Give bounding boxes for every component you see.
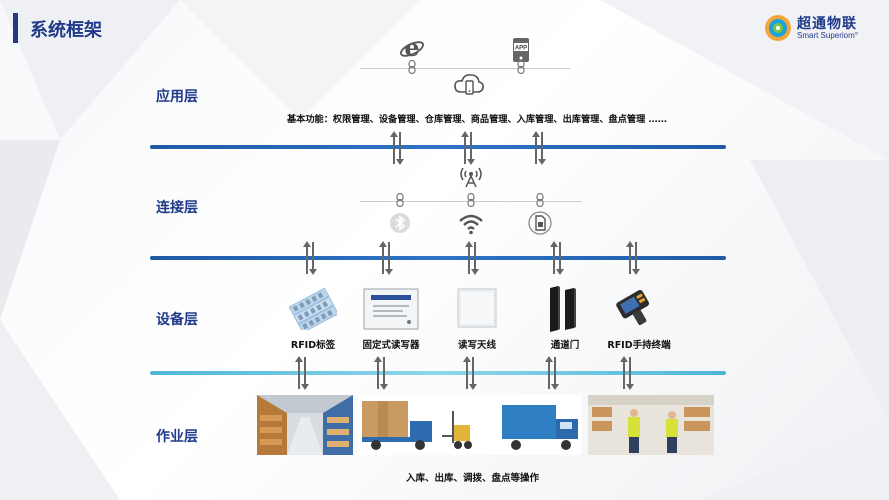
- handheld-terminal-image: [616, 289, 650, 325]
- bidirectional-arrow-icon: [620, 356, 634, 390]
- device-label-fixed-reader: 固定式读写器: [362, 340, 420, 351]
- page-title: 系统框架: [30, 20, 102, 41]
- channel-gate-image: [550, 286, 576, 332]
- logo-name-en: Smart Superiom°: [797, 31, 858, 40]
- chain-link-icon: [408, 60, 416, 74]
- antenna-icon: [460, 167, 482, 188]
- bidirectional-arrow-icon: [374, 356, 388, 390]
- warehouse-shelves-photo: [257, 395, 353, 455]
- bidirectional-arrow-icon: [532, 131, 546, 165]
- bidirectional-arrow-icon: [626, 241, 640, 275]
- chain-link-icon: [517, 60, 525, 74]
- divider-device: [150, 371, 726, 375]
- title-accent-bar: [13, 13, 18, 43]
- bidirectional-arrow-icon: [465, 241, 479, 275]
- fixed-reader-image: [363, 288, 419, 330]
- bidirectional-arrow-icon: [379, 241, 393, 275]
- bidirectional-arrow-icon: [463, 356, 477, 390]
- layer-label-operation: 作业层: [156, 429, 198, 445]
- layer-label-application: 应用层: [156, 89, 198, 105]
- reader-antenna-image: [457, 288, 497, 328]
- app-phone-icon: APP: [513, 38, 529, 62]
- device-label-antenna: 读写天线: [457, 340, 496, 351]
- wifi-icon: [459, 214, 483, 235]
- sim-card-icon: [528, 211, 552, 235]
- chain-link-icon: [536, 193, 544, 207]
- connection-connector-line: [360, 201, 582, 202]
- svg-text:APP: APP: [515, 46, 527, 52]
- bidirectional-arrow-icon: [295, 356, 309, 390]
- bidirectional-arrow-icon: [390, 131, 404, 165]
- divider-connection: [150, 256, 726, 260]
- device-label-handheld: RFID手持终端: [607, 340, 671, 351]
- app-connector-line: [360, 68, 570, 69]
- bidirectional-arrow-icon: [545, 356, 559, 390]
- layer-label-connection: 连接层: [156, 200, 198, 216]
- divider-application: [150, 145, 726, 149]
- operation-caption: 入库、出库、调拨、盘点等操作: [406, 473, 540, 484]
- rfid-tag-image: [289, 288, 337, 330]
- logo-mark-icon: [765, 15, 791, 41]
- device-label-channel-gate: 通道门: [550, 340, 580, 351]
- bidirectional-arrow-icon: [461, 131, 475, 165]
- logo-name-cn: 超通物联: [797, 16, 857, 32]
- cloud-phone-icon: [454, 74, 484, 95]
- company-logo: 超通物联 Smart Superiom°: [764, 12, 884, 46]
- svg-text:e: e: [404, 35, 419, 61]
- device-label-rfid-tag: RFID标签: [290, 340, 336, 351]
- layer-label-device: 设备层: [156, 312, 198, 328]
- ie-browser-icon: e: [400, 35, 424, 61]
- bluetooth-icon: [390, 213, 410, 233]
- bidirectional-arrow-icon: [550, 241, 564, 275]
- bidirectional-arrow-icon: [303, 241, 317, 275]
- logistics-trucks-photo: [358, 395, 582, 455]
- workers-warehouse-photo: [588, 395, 714, 455]
- chain-link-icon: [396, 193, 404, 207]
- chain-link-icon: [467, 193, 475, 207]
- application-functions-text: 基本功能：权限管理、设备管理、仓库管理、商品管理、入库管理、出库管理、盘点管理 …: [287, 114, 667, 125]
